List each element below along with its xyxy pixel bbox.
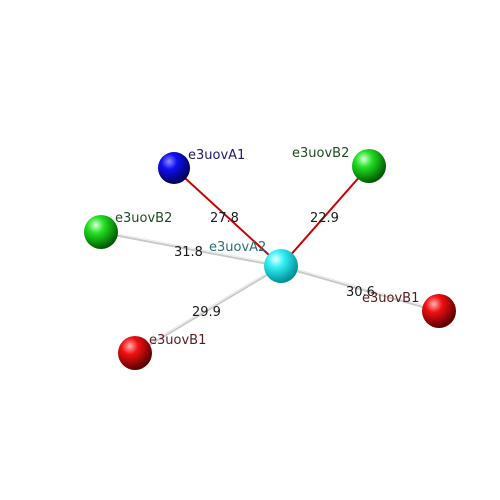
bond-distance-label-a1: 27.8	[210, 211, 239, 226]
atom-label-b2_left: e3uovB2	[115, 211, 172, 226]
atoms-layer	[84, 149, 456, 370]
bond-line-b2_left[interactable]	[99, 230, 283, 268]
bond-line-b1_right[interactable]	[279, 264, 441, 313]
atom-label-b2_right: e3uovB2	[292, 146, 349, 161]
bond-highlight-b1_right	[280, 264, 440, 311]
bond-distance-label-b2_left: 31.8	[174, 245, 203, 260]
atom-label-center: e3uovA2	[209, 240, 266, 255]
atom-label-b1_right: e3uovB1	[362, 291, 419, 306]
bond-distance-label-b1_right: 30.6	[346, 285, 375, 300]
atom-sphere-b2_right[interactable]	[352, 149, 386, 183]
bond-line-a1[interactable]	[173, 167, 282, 267]
atom-label-a1: e3uovA1	[188, 148, 245, 163]
atom-sphere-a1[interactable]	[158, 152, 190, 184]
atom-sphere-b2_left[interactable]	[84, 215, 118, 249]
bond-line-b2_right[interactable]	[280, 165, 370, 267]
bond-highlight-b2_left	[100, 230, 282, 266]
atom-sphere-center[interactable]	[264, 249, 298, 283]
bond-distance-label-b2_right: 22.9	[310, 211, 339, 226]
bond-line-b1_left[interactable]	[133, 264, 283, 355]
atom-sphere-b1_left[interactable]	[118, 336, 152, 370]
bond-distance-label-b1_left: 29.9	[192, 305, 221, 320]
atom-sphere-b1_right[interactable]	[422, 294, 456, 328]
bonds-layer	[99, 165, 441, 355]
bond-highlight-b1_left	[134, 264, 282, 353]
atom-label-b1_left: e3uovB1	[149, 333, 206, 348]
labels-layer: 27.8 22.9 31.8 29.9 30.6 e3uovA1 e3uovB2 e3uovB…	[115, 146, 419, 348]
